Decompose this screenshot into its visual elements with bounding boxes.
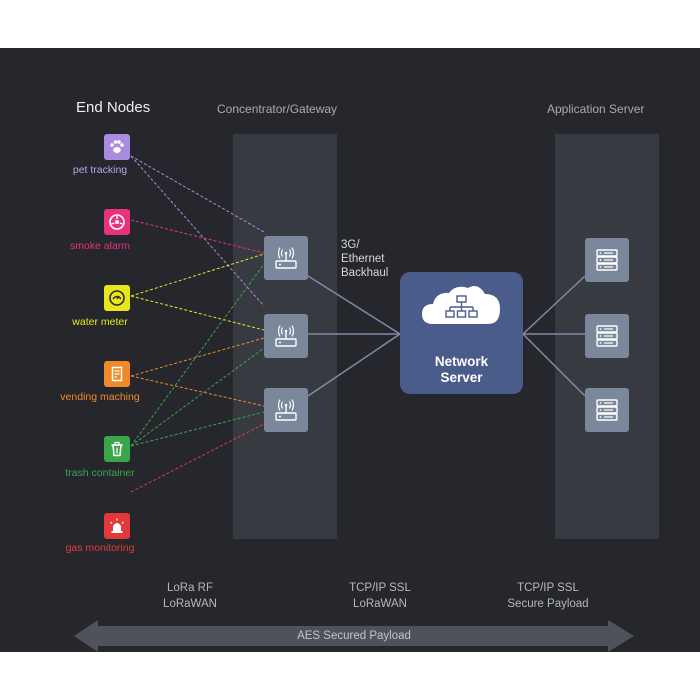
connection-lines <box>74 155 634 652</box>
backhaul-line: 3G/ <box>341 239 360 251</box>
trash-icon <box>104 436 130 462</box>
server-icon <box>585 314 629 358</box>
tcp-secure-payload-label: TCP/IP SSL Secure Payload <box>488 580 608 612</box>
node-label-vending-machine: vending maching <box>60 391 140 403</box>
network-server-box: Network Server <box>400 272 523 394</box>
server-icon <box>585 388 629 432</box>
protocol-line: TCP/IP SSL <box>349 582 411 594</box>
paw-icon <box>104 134 130 160</box>
gateway-header: Concentrator/Gateway <box>217 102 338 116</box>
protocol-line: TCP/IP SSL <box>517 582 579 594</box>
node-label-pet-tracking: pet tracking <box>72 164 128 176</box>
node-label-water-meter: water meter <box>72 316 128 328</box>
siren-icon <box>104 513 130 539</box>
smoke-alarm-icon <box>104 209 130 235</box>
app-server-header: Application Server <box>547 102 645 116</box>
protocol-line: LoRaWAN <box>163 598 217 610</box>
server-icon <box>585 238 629 282</box>
vending-machine-icon <box>104 361 130 387</box>
aes-secured-payload-label: AES Secured Payload <box>297 630 411 642</box>
aes-arrow <box>74 620 634 652</box>
gateway-router-icon <box>264 314 308 358</box>
protocol-line: LoRaWAN <box>353 598 407 610</box>
lorawan-architecture-diagram: End Nodes Concentrator/Gateway Applicati… <box>0 48 700 652</box>
network-server-label: Server <box>440 370 483 385</box>
cloud-network-icon <box>422 286 500 324</box>
lora-protocol-label: LoRa RF LoRaWAN <box>140 580 240 612</box>
network-server-label: Network <box>434 354 489 369</box>
tcp-lorawan-label: TCP/IP SSL LoRaWAN <box>320 580 440 612</box>
backhaul-line: Backhaul <box>341 267 389 279</box>
backhaul-line: Ethernet <box>341 253 385 265</box>
node-label-trash-container: trash container <box>65 467 135 479</box>
node-label-gas-monitoring: gas monitoring <box>65 542 135 554</box>
meter-icon <box>104 285 130 311</box>
gateway-router-icon <box>264 388 308 432</box>
end-nodes-header: End Nodes <box>76 99 151 116</box>
node-label-smoke-alarm: smoke alarm <box>69 240 131 252</box>
gateway-router-icon <box>264 236 308 280</box>
protocol-line: Secure Payload <box>507 598 589 610</box>
protocol-line: LoRa RF <box>166 582 214 594</box>
backhaul-label: 3G/ Ethernet Backhaul <box>341 238 388 280</box>
